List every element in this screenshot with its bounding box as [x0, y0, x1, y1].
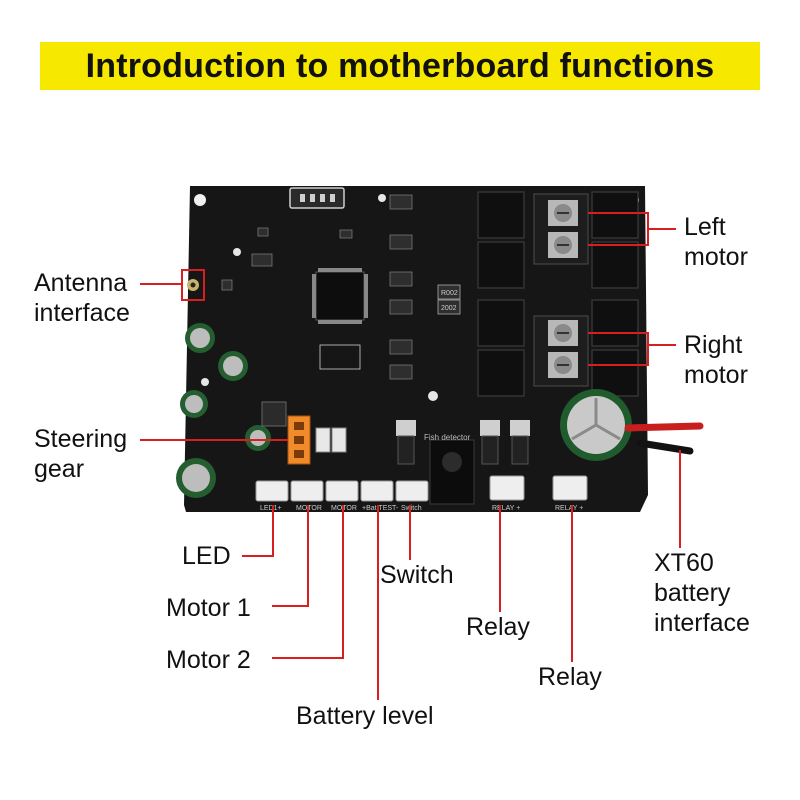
fish-detector-jack: Fish detector	[424, 433, 475, 505]
steering-callout: Steering gear	[34, 424, 127, 484]
relay-2-callout: Relay	[538, 663, 602, 691]
smd-components	[221, 194, 413, 380]
battery-level-callout: Battery level	[296, 702, 434, 730]
shunt-silkscreen: R002 2002	[441, 290, 458, 312]
right-motor-callout-line-2: motor	[684, 361, 748, 389]
left-motor-callout-line-2: motor	[684, 243, 748, 271]
xt60-callout-line-3: interface	[654, 609, 750, 637]
programming-header	[289, 187, 345, 209]
connector-row	[255, 475, 588, 502]
steering-callout-line-2: gear	[34, 455, 85, 483]
switch-callout: Switch	[380, 561, 454, 589]
title-banner: Introduction to motherboard functions	[40, 42, 760, 90]
small-capacitors	[176, 323, 287, 498]
relay-drivers	[396, 420, 530, 465]
battery-wires	[624, 422, 704, 455]
page-title: Introduction to motherboard functions	[85, 47, 715, 85]
steering-callout-line-1: Steering	[34, 425, 128, 453]
xt60-callout-line-1: XT60	[654, 549, 714, 577]
shunt-resistors	[437, 284, 461, 315]
callout-lines	[140, 212, 681, 700]
main-capacitor	[560, 389, 632, 461]
led-callout: LED	[182, 542, 231, 570]
mcu-chip	[312, 268, 368, 324]
silk-led: LED1+	[260, 505, 282, 512]
left-motor-terminal	[533, 193, 589, 265]
xt60-callout: XT60 battery interface	[654, 548, 750, 638]
antenna-callout-line-1: Antenna	[34, 269, 128, 297]
motor2-callout: Motor 2	[166, 646, 251, 674]
silk-shunt-b: 2002	[441, 305, 457, 312]
antenna-connector	[181, 269, 205, 301]
fuse-blocks	[315, 427, 347, 453]
silk-battery: +Bat TEST-	[362, 505, 399, 512]
right-motor-terminal	[533, 315, 589, 387]
steering-gear-header	[287, 415, 311, 465]
right-motor-callout-line-1: Right	[684, 331, 743, 359]
relay-1-callout: Relay	[466, 613, 530, 641]
left-motor-callout: Left motor	[684, 212, 748, 272]
silk-relay-1: RELAY +	[492, 505, 520, 512]
silk-relay-2: RELAY +	[555, 505, 583, 512]
antenna-callout-line-2: interface	[34, 299, 130, 327]
right-motor-callout: Right motor	[684, 330, 748, 390]
motor1-callout: Motor 1	[166, 594, 251, 622]
left-motor-callout-line-1: Left	[684, 213, 726, 241]
silk-shunt-a: R002	[441, 290, 458, 297]
fish-detector-silkscreen: Fish detector	[424, 433, 471, 442]
xt60-callout-line-2: battery	[654, 579, 731, 607]
silk-switch: Switch	[401, 505, 422, 512]
antenna-callout: Antenna interface	[34, 268, 130, 328]
mosfet-array	[477, 191, 639, 397]
